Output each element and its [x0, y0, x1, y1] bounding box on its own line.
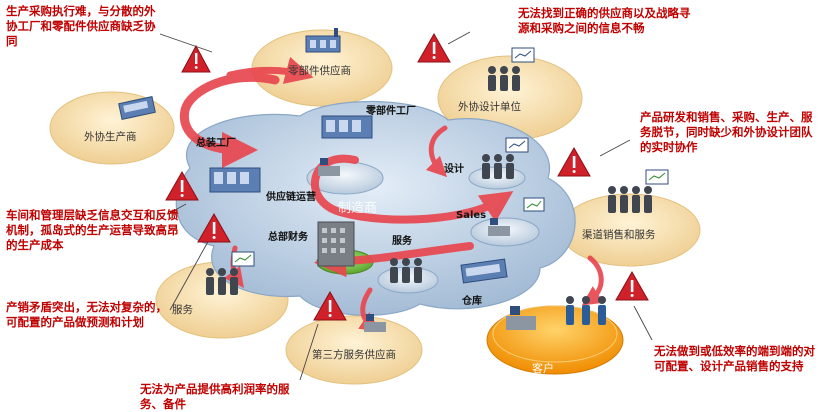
disc-outsourced-producer	[49, 91, 175, 165]
label-design: 设计	[444, 162, 464, 175]
disc-third-party	[285, 315, 423, 385]
workstation-icons	[318, 158, 536, 332]
note-right-upper: 产品研发和销售、采购、生产、服务脱节，同时缺少和外协设计团队的实时协作	[640, 110, 813, 154]
board-icons	[231, 47, 669, 267]
label-outsourced-design: 外协设计单位	[458, 100, 521, 113]
note-top-center: 无法找到正确的供应商以及战略寻源和采购之间的信息不畅	[518, 6, 691, 35]
note-top-left: 生产采购执行难，与分散的外协工厂和零配件供应商缺乏协同	[6, 4, 156, 48]
label-warehouse: 仓库	[461, 294, 482, 307]
warning-icon-4	[165, 170, 199, 201]
label-customer: 客户	[532, 361, 554, 375]
label-outsourced-producer: 外协生产商	[84, 130, 137, 143]
label-assembly-plant: 总装工厂	[196, 136, 236, 149]
label-sales: Sales	[456, 210, 486, 221]
factory-icon-outsourced	[118, 96, 156, 120]
warning-icon-5	[197, 212, 231, 243]
label-manufacturer: 制造商	[338, 201, 377, 216]
label-supply-chain: 供应链运营	[265, 190, 316, 203]
note-bottom-center: 无法为产品提供高利润率的服务、备件	[140, 382, 290, 411]
factory-icon-assembly	[209, 167, 261, 193]
factory-icon-parts-supplier	[305, 28, 341, 53]
note-left-lower: 产销矛盾突出，无法对复杂的，可配置的产品做预测和计划	[6, 300, 167, 329]
label-channel-sales: 渠道销售和服务	[582, 228, 656, 241]
note-left-middle: 车间和管理层缺乏信息交互和反馈机制，孤岛式的生产运营导致高昂的生产成本	[6, 208, 179, 252]
warning-icon-6	[313, 290, 347, 321]
leader-lines	[159, 31, 653, 381]
hq-building-icon	[317, 221, 355, 267]
label-parts-plant: 零部件工厂	[365, 104, 416, 117]
factory-icon-parts-plant	[321, 115, 373, 139]
people-icons	[206, 66, 652, 325]
warning-icons	[165, 32, 649, 321]
note-right-lower: 无法做到或低效率的端到端的对可配置、设计产品销售的支持	[654, 344, 815, 373]
warning-icon-2	[417, 32, 451, 63]
label-hq-finance: 总部财务	[268, 230, 309, 243]
warning-icon-1	[181, 44, 211, 73]
warning-icon-3	[557, 146, 591, 177]
label-parts-supplier: 零部件供应商	[288, 64, 351, 77]
factory-icon-warehouse	[460, 258, 508, 284]
label-service: 服务	[392, 234, 413, 247]
label-service-left: 服务	[172, 303, 193, 316]
label-third-party: 第三方服务供应商	[312, 348, 396, 361]
warning-icon-7	[615, 270, 649, 301]
